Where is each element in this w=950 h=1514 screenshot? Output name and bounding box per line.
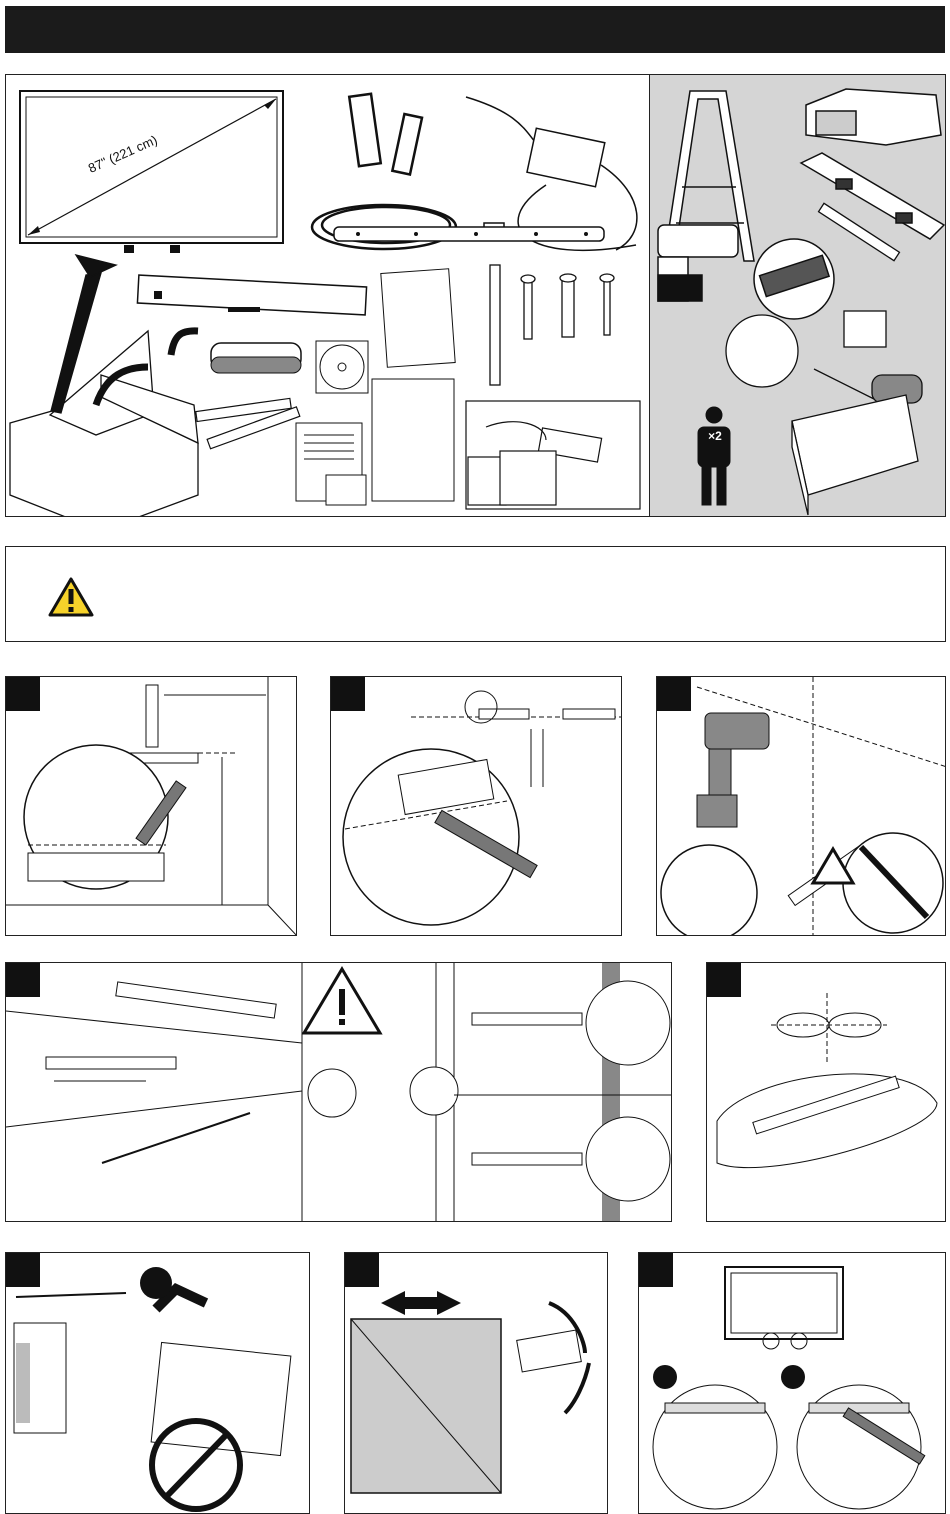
- step-5-illustration: [707, 963, 946, 1222]
- step-7-panel: [344, 1252, 608, 1514]
- interactive-display-illustration: [20, 91, 283, 253]
- step-2-illustration: [331, 677, 622, 936]
- step-1-illustration: [6, 677, 297, 936]
- step-3-illustration: [657, 677, 946, 936]
- level-tool-illustration: [801, 153, 944, 239]
- step-8-illustration: [639, 1253, 946, 1514]
- step-4-illustration: [6, 963, 672, 1222]
- usb-cable-illustration: [312, 94, 456, 249]
- step-4-panel: [5, 962, 672, 1222]
- screwdriver-illustration: [726, 311, 922, 515]
- step-3-panel: [656, 676, 946, 936]
- option-a-badge: [653, 1365, 677, 1389]
- step-8-panel: [638, 1252, 946, 1514]
- pen-tray-illustration: [137, 275, 366, 315]
- two-person-icon: [698, 407, 730, 505]
- warning-icon: [48, 577, 94, 617]
- step-6-panel: [5, 1252, 310, 1514]
- header-bar: [5, 6, 945, 53]
- option-b-badge: [781, 1365, 805, 1389]
- step-5-panel: [706, 962, 946, 1222]
- wall-bracket-illustration: [334, 227, 604, 241]
- optional-power-adapter-box: [466, 401, 640, 509]
- package-contents-panel: 87" (221 cm) ×2: [5, 74, 946, 517]
- warning-box: [5, 546, 946, 642]
- step-2-panel: [330, 676, 622, 936]
- step-1-panel: [5, 676, 297, 936]
- step-7-illustration: [345, 1253, 608, 1514]
- pens-illustration: [196, 398, 300, 448]
- step-6-illustration: [6, 1253, 310, 1514]
- software-disc-illustration: [316, 341, 368, 393]
- eraser-illustration: [211, 343, 301, 373]
- projector-illustration: [806, 89, 941, 145]
- two-person-quantity-badge: ×2: [702, 429, 728, 443]
- header-title: [5, 18, 19, 40]
- screws-and-anchors-illustration: [490, 265, 614, 385]
